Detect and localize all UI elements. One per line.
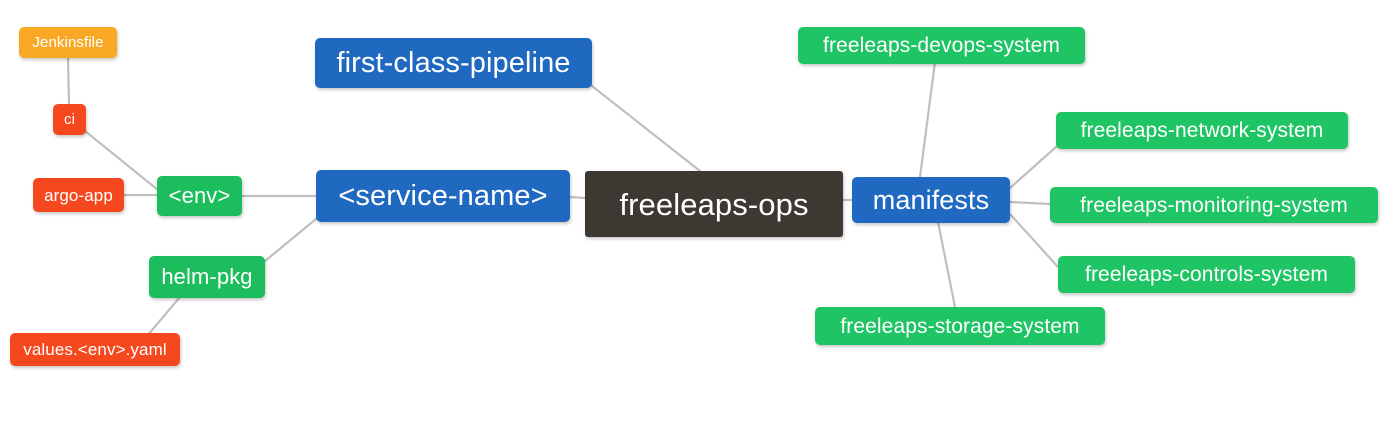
node-storage-system-label: freeleaps-storage-system (840, 314, 1080, 338)
node-jenkinsfile-label: Jenkinsfile (32, 34, 104, 51)
node-network-system[interactable]: freeleaps-network-system (1056, 112, 1348, 149)
node-ci-label: ci (63, 111, 76, 128)
edge-helmpkg-values (145, 295, 182, 338)
edge-pipeline-root (590, 84, 702, 173)
node-devops-system[interactable]: freeleaps-devops-system (798, 27, 1085, 64)
node-env[interactable]: <env> (157, 176, 242, 216)
node-helm-pkg[interactable]: helm-pkg (149, 256, 265, 298)
edge-jenkinsfile-ci (66, 55, 71, 106)
node-root-label: freeleaps-ops (619, 186, 809, 222)
edge-servicename-helmpkg (263, 217, 318, 263)
node-controls-system-label: freeleaps-controls-system (1085, 263, 1328, 286)
node-manifests[interactable]: manifests (852, 177, 1010, 223)
edge-manifests-network (1008, 145, 1058, 190)
node-storage-system[interactable]: freeleaps-storage-system (815, 307, 1105, 345)
node-root-freeleaps-ops[interactable]: freeleaps-ops (585, 171, 843, 237)
edge-manifests-storage (936, 220, 957, 309)
edge-servicename-root (568, 195, 587, 200)
node-manifests-label: manifests (872, 184, 990, 215)
node-devops-system-label: freeleaps-devops-system (823, 34, 1060, 57)
node-argo-app[interactable]: argo-app (33, 178, 124, 212)
node-controls-system[interactable]: freeleaps-controls-system (1058, 256, 1355, 293)
node-ci[interactable]: ci (53, 104, 86, 135)
node-service-name-label: <service-name> (338, 179, 548, 212)
node-env-label: <env> (168, 183, 231, 208)
node-values-yaml-label: values.<env>.yaml (23, 340, 167, 359)
node-monitoring-system[interactable]: freeleaps-monitoring-system (1050, 187, 1378, 223)
edge-manifests-controls (1008, 212, 1060, 269)
node-values-yaml[interactable]: values.<env>.yaml (10, 333, 180, 366)
node-monitoring-system-label: freeleaps-monitoring-system (1080, 193, 1348, 217)
node-first-class-pipeline-label: first-class-pipeline (336, 46, 571, 79)
node-first-class-pipeline[interactable]: first-class-pipeline (315, 38, 592, 88)
edge-manifests-devops (918, 60, 937, 179)
node-jenkinsfile[interactable]: Jenkinsfile (19, 27, 117, 58)
node-helm-pkg-label: helm-pkg (161, 264, 253, 289)
edge-manifests-monitoring (1008, 200, 1052, 206)
node-argo-app-label: argo-app (44, 185, 113, 205)
node-service-name[interactable]: <service-name> (316, 170, 570, 222)
node-network-system-label: freeleaps-network-system (1080, 119, 1324, 142)
